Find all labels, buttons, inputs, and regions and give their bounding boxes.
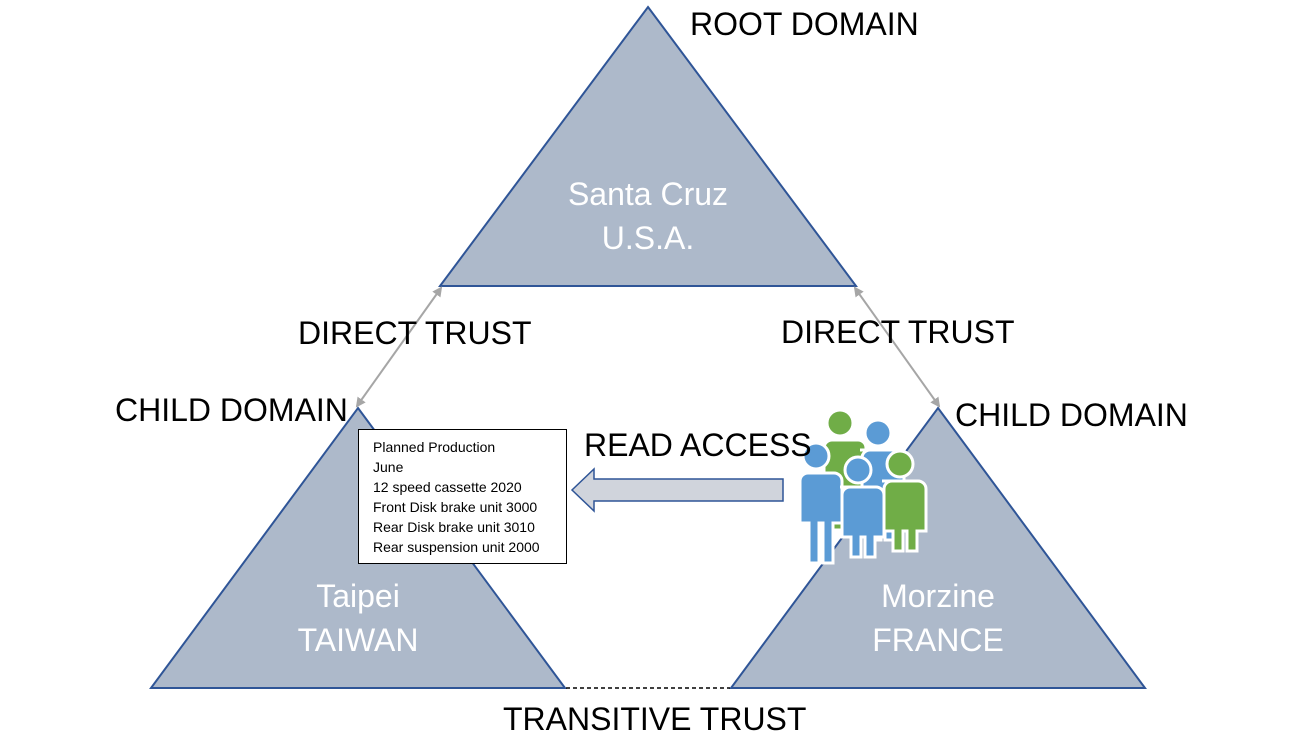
production-line: June: [373, 459, 404, 475]
direct-trust-left-arrow: [355, 286, 443, 408]
root-domain-label: ROOT DOMAIN: [690, 6, 919, 42]
read-access-label: READ ACCESS: [584, 427, 812, 463]
left-child-country: TAIWAN: [297, 622, 419, 658]
production-line: Planned Production: [373, 439, 496, 455]
transitive-trust-label: TRANSITIVE TRUST: [503, 701, 807, 737]
production-line: Rear suspension unit 2000: [373, 539, 540, 555]
planned-production-box: Planned Production June 12 speed cassett…: [358, 429, 567, 564]
direct-trust-right-label: DIRECT TRUST: [781, 314, 1015, 350]
left-child-city: Taipei: [316, 578, 400, 614]
direct-trust-right-arrow: [853, 286, 941, 408]
root-domain-name: Santa Cruz U.S.A.: [518, 172, 778, 260]
left-child-domain-name: Taipei TAIWAN: [228, 574, 488, 662]
right-child-city: Morzine: [881, 578, 995, 614]
child-domain-right-label: CHILD DOMAIN: [955, 397, 1188, 433]
child-domain-left-label: CHILD DOMAIN: [115, 392, 348, 428]
right-child-domain-name: Morzine FRANCE: [808, 574, 1068, 662]
root-domain-city: Santa Cruz: [567, 176, 729, 212]
root-domain-triangle: [438, 5, 858, 287]
right-child-country: FRANCE: [872, 622, 1004, 658]
direct-trust-left-label: DIRECT TRUST: [298, 315, 532, 351]
production-line: Front Disk brake unit 3000: [373, 499, 538, 515]
production-line: 12 speed cassette 2020: [373, 479, 522, 495]
left-arrow-icon: [570, 467, 784, 513]
root-domain-country: U.S.A.: [601, 220, 695, 256]
user-group-icon: [798, 408, 928, 565]
production-line: Rear Disk brake unit 3010: [373, 519, 535, 535]
